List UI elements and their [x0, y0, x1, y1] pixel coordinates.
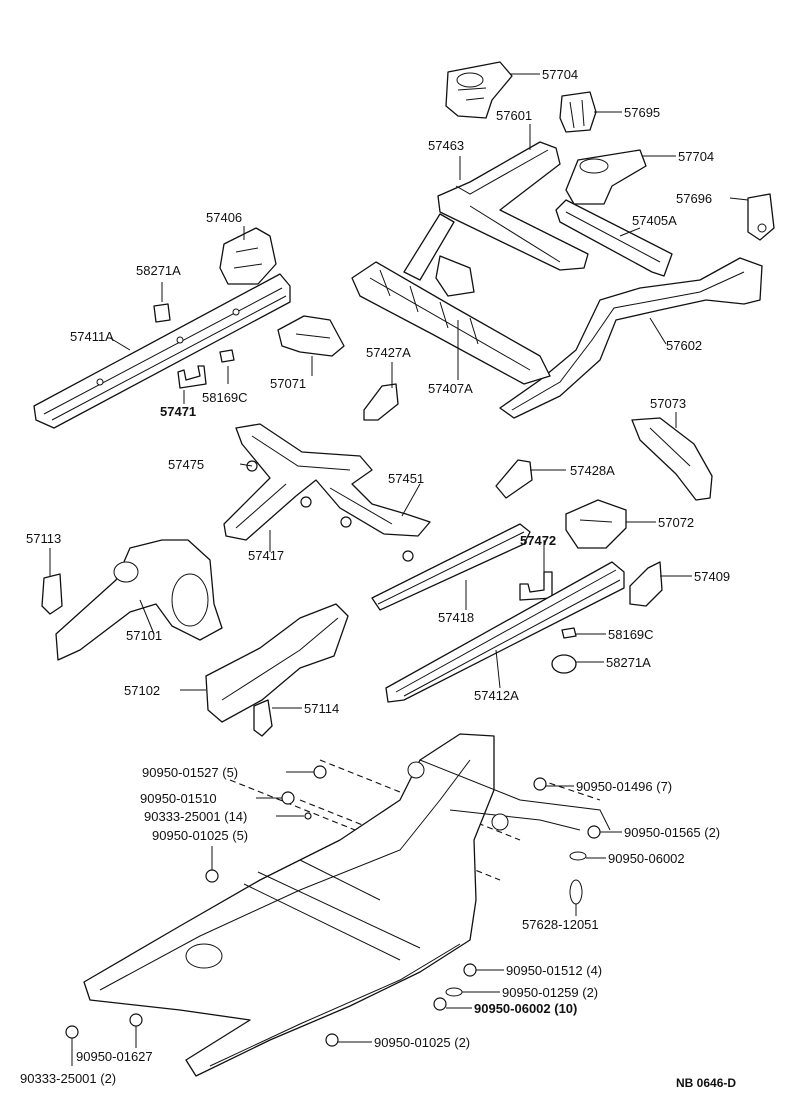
- diagram-reference-code: NB 0646-D: [676, 1076, 736, 1090]
- label-90950-01527: 90950-01527 (5): [142, 765, 238, 780]
- label-90333-25001-2: 90333-25001 (2): [20, 1071, 116, 1086]
- part-57704-upper: [445, 61, 513, 119]
- label-90950-06002: 90950-06002: [608, 851, 685, 866]
- part-58271A-upper: [153, 303, 171, 323]
- label-57704-lower: 57704: [678, 149, 714, 164]
- label-57427A: 57427A: [366, 345, 411, 360]
- part-57411A: [33, 273, 291, 429]
- label-58271A-lower: 58271A: [606, 655, 651, 670]
- label-57475: 57475: [168, 457, 204, 472]
- part-57072: [565, 499, 627, 549]
- part-57427A: [363, 383, 399, 421]
- label-58169C-lower: 58169C: [608, 627, 654, 642]
- part-58271A-lower: [551, 654, 577, 674]
- label-90950-06002-10: 90950-06002 (10): [474, 1001, 577, 1016]
- part-57471: [177, 365, 207, 389]
- label-57628-12051: 57628-12051: [522, 917, 599, 932]
- label-57451: 57451: [388, 471, 424, 486]
- part-57113: [41, 573, 63, 615]
- label-58169C-upper: 58169C: [202, 390, 248, 405]
- part-57602: [499, 257, 763, 419]
- part-57073: [631, 417, 713, 501]
- label-57601: 57601: [496, 108, 532, 123]
- label-90950-01025-5: 90950-01025 (5): [152, 828, 248, 843]
- part-57695: [559, 91, 597, 133]
- label-57071: 57071: [270, 376, 306, 391]
- label-90333-25001-14: 90333-25001 (14): [144, 809, 247, 824]
- part-57102: [205, 603, 349, 723]
- label-57602: 57602: [666, 338, 702, 353]
- label-57114: 57114: [304, 701, 339, 716]
- label-90950-01510: 90950-01510: [140, 791, 217, 806]
- label-57695: 57695: [624, 105, 660, 120]
- part-57428A: [495, 459, 533, 499]
- part-57409: [629, 561, 663, 607]
- label-90950-01496: 90950-01496 (7): [576, 779, 672, 794]
- part-57406: [219, 227, 277, 285]
- part-57704-lower: [565, 149, 647, 205]
- part-57601-57463: [403, 141, 589, 281]
- label-57073: 57073: [650, 396, 686, 411]
- part-57412A: [385, 561, 625, 703]
- label-57405A: 57405A: [632, 213, 677, 228]
- leader-lines: [49, 73, 749, 1066]
- label-57417: 57417: [248, 548, 284, 563]
- part-58169C-lower: [561, 627, 577, 639]
- nut-57451: [402, 550, 414, 562]
- label-90950-01512: 90950-01512 (4): [506, 963, 602, 978]
- part-57472: [519, 571, 553, 601]
- part-57101: [55, 539, 223, 661]
- label-57409: 57409: [694, 569, 730, 584]
- label-58271A-upper: 58271A: [136, 263, 181, 278]
- label-57406: 57406: [206, 210, 242, 225]
- label-57696: 57696: [676, 191, 712, 206]
- label-57471: 57471: [160, 404, 196, 419]
- label-90950-01565: 90950-01565 (2): [624, 825, 720, 840]
- part-57418: [371, 523, 531, 611]
- part-57417: [223, 423, 431, 541]
- label-90950-01259: 90950-01259 (2): [502, 985, 598, 1000]
- label-57101: 57101: [126, 628, 162, 643]
- label-57472: 57472: [520, 533, 556, 548]
- label-57418: 57418: [438, 610, 474, 625]
- label-57412A: 57412A: [474, 688, 519, 703]
- part-57071: [277, 315, 345, 357]
- label-57704-upper: 57704: [542, 67, 578, 82]
- label-57407A: 57407A: [428, 381, 473, 396]
- part-58169C-upper: [219, 349, 235, 363]
- part-57405A: [555, 199, 673, 277]
- part-labels: 57704 57695 57601 57463 57704 57696 5740…: [20, 67, 736, 1090]
- label-57072: 57072: [658, 515, 694, 530]
- part-57407A: [351, 255, 551, 385]
- part-57114: [253, 699, 273, 737]
- label-90950-01025-2: 90950-01025 (2): [374, 1035, 470, 1050]
- label-57113: 57113: [26, 531, 61, 546]
- label-57428A: 57428A: [570, 463, 615, 478]
- frame-assembly: [83, 733, 611, 1077]
- label-57411A: 57411A: [70, 329, 114, 344]
- part-57696: [747, 193, 775, 241]
- label-57102: 57102: [124, 683, 160, 698]
- label-57463: 57463: [428, 138, 464, 153]
- label-90950-01627: 90950-01627: [76, 1049, 153, 1064]
